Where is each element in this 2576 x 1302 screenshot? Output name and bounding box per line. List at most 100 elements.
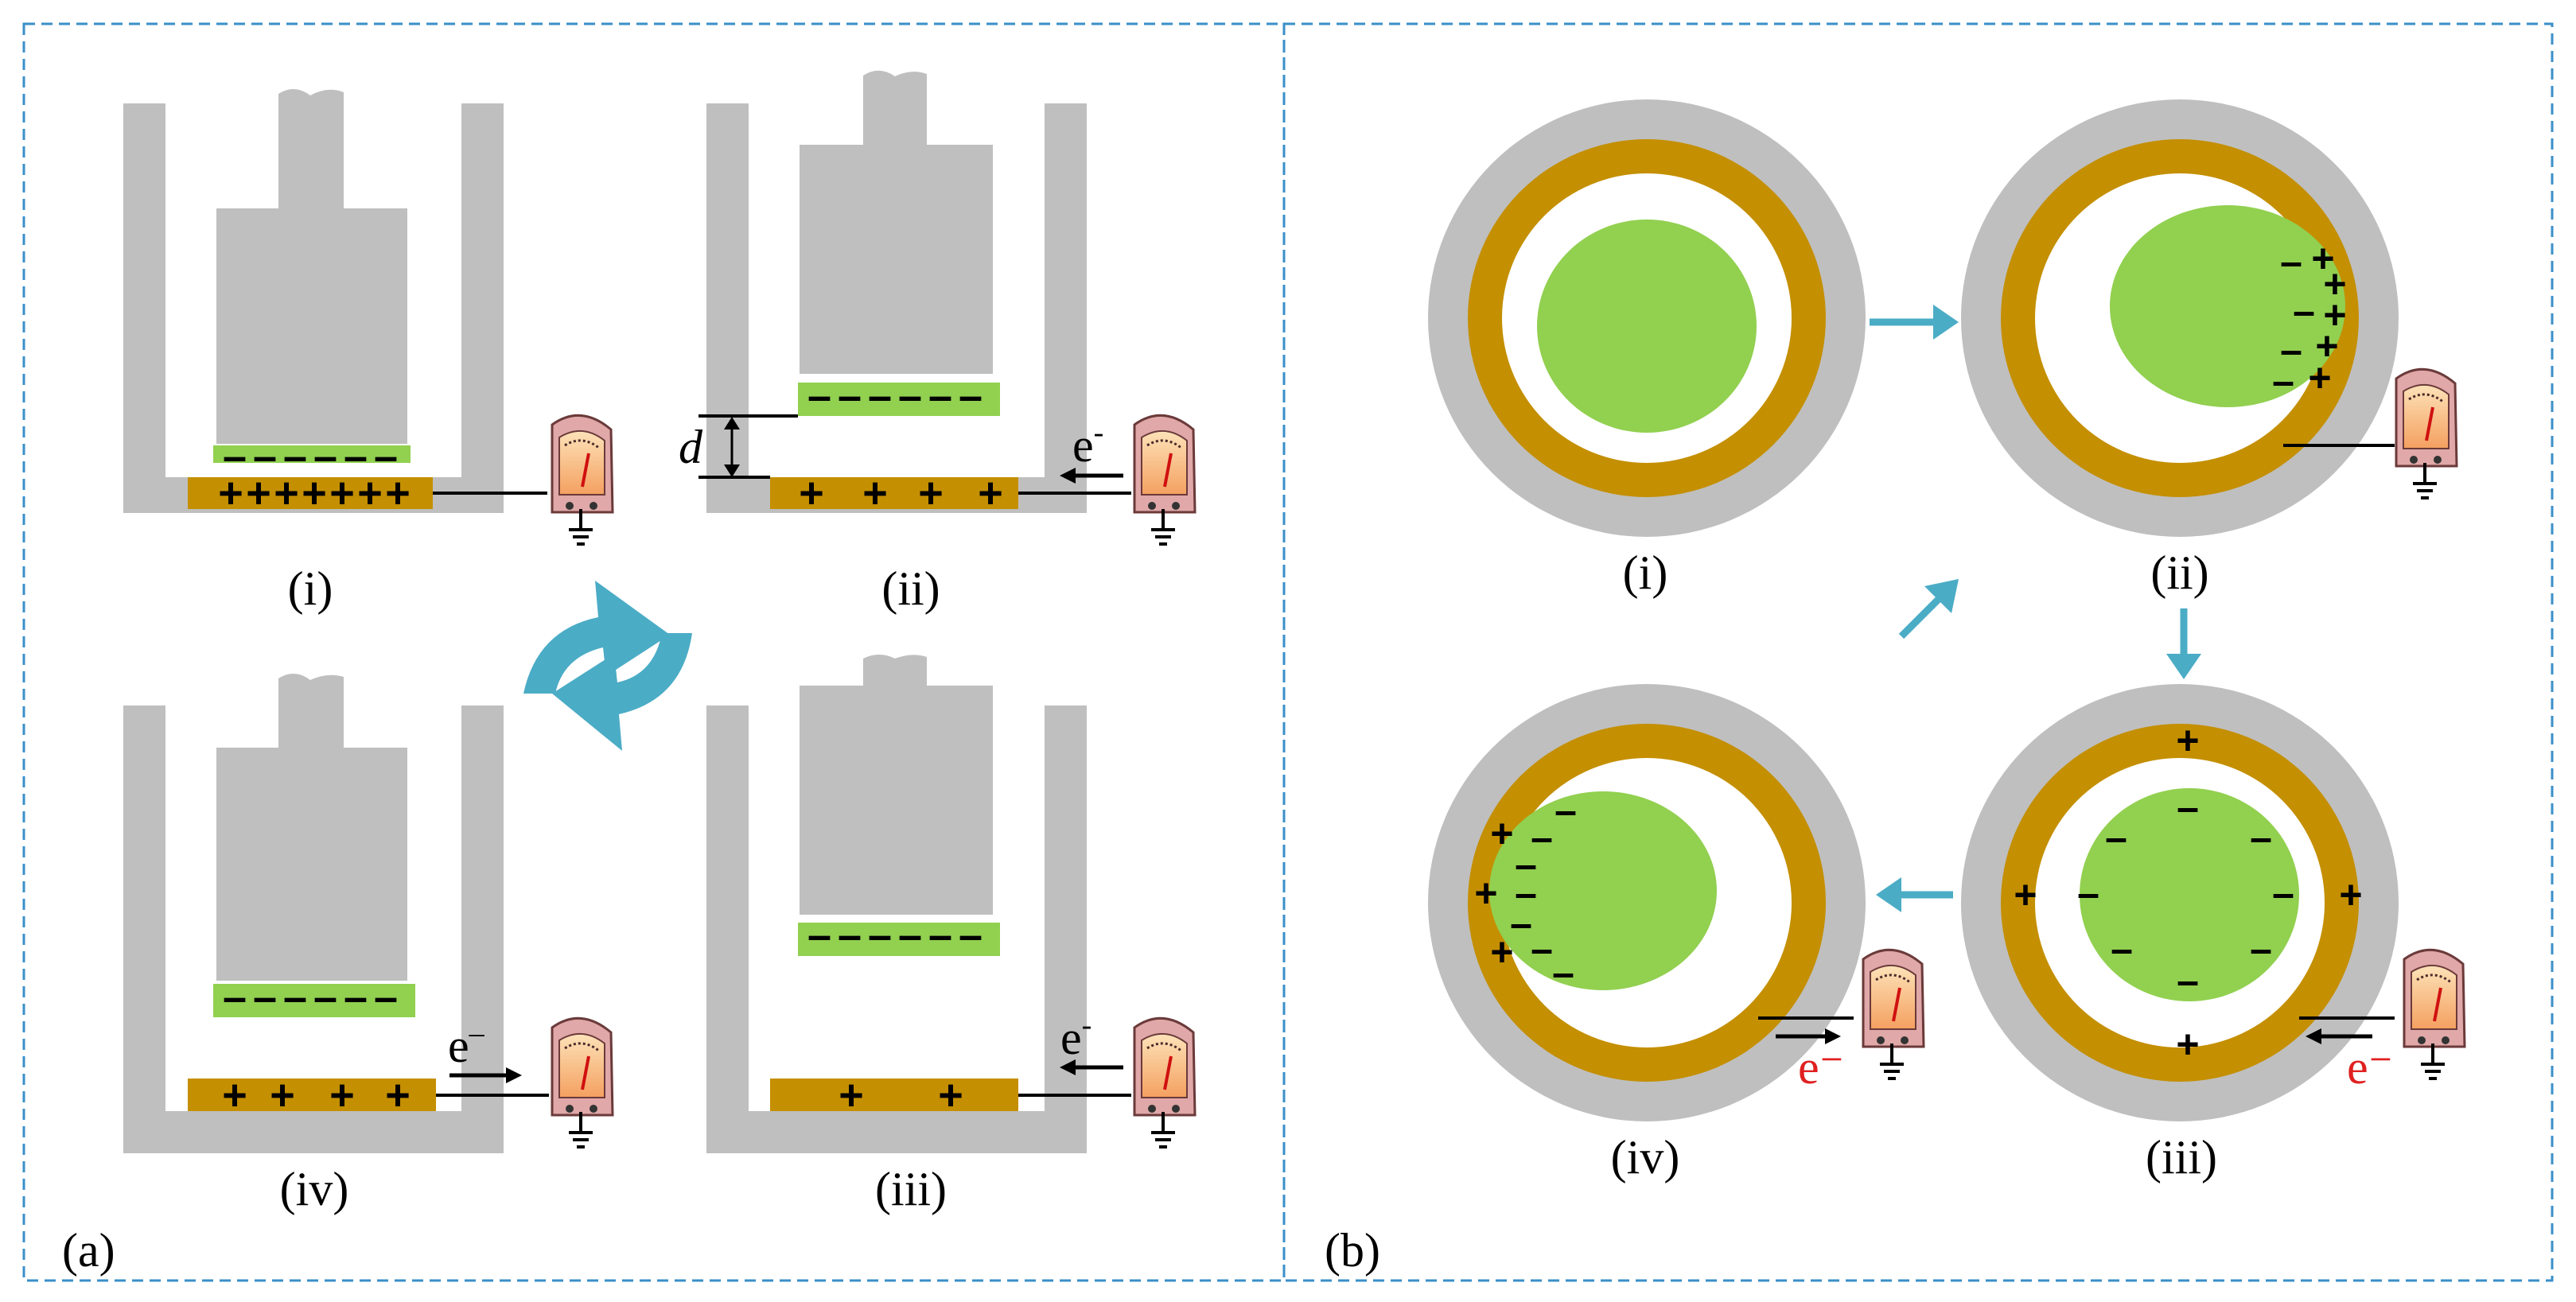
stage-label: (iii) <box>2146 1131 2217 1183</box>
arrow-head <box>724 417 740 429</box>
electrode <box>770 477 1018 509</box>
ground-icon <box>1878 1042 1905 1080</box>
ground-icon <box>2419 1042 2446 1080</box>
panel-label: (a) <box>62 1224 115 1277</box>
plus-charge: + <box>2339 873 2362 917</box>
stage-b-i: (i) <box>1428 99 1866 599</box>
container-wall <box>123 103 504 513</box>
plus-charge: + <box>2323 262 2346 306</box>
plus-charge: + <box>357 469 383 517</box>
stage-a-iv: e– (iv) <box>123 673 614 1215</box>
plus-charge: + <box>329 1071 355 1119</box>
minus-charge: – <box>2177 785 2199 830</box>
dielectric-layer <box>798 923 1000 956</box>
electrometer-icon <box>1133 414 1197 514</box>
stage-label: (i) <box>288 562 333 615</box>
piston <box>800 70 993 375</box>
cycle-arrow-bottom <box>552 633 692 751</box>
plus-charge: + <box>1474 871 1497 915</box>
ground-icon <box>1150 1110 1177 1148</box>
plus-charge: + <box>839 1071 864 1119</box>
arrow-head <box>1825 1028 1841 1044</box>
plus-charge: + <box>2311 236 2334 281</box>
arrow-right-icon <box>1870 305 1959 340</box>
stage-b-iii: – – – – – – – – + + + + e⁻ (iii) <box>1961 684 2466 1183</box>
stage-label: (i) <box>1623 546 1668 599</box>
panel-a: (i) d e- (ii) <box>62 70 1197 1277</box>
arrow-head <box>1060 468 1076 484</box>
minus-charge: – <box>2293 289 2315 333</box>
plus-charge: + <box>246 469 271 517</box>
piston <box>216 673 407 981</box>
ground-icon <box>1150 507 1177 546</box>
dielectric-layer <box>798 383 1000 416</box>
stage-label: (ii) <box>881 562 940 615</box>
minus-charge: – <box>898 372 922 420</box>
minus-charge: – <box>1515 842 1537 887</box>
stage-label: (iv) <box>1611 1131 1680 1183</box>
dielectric-core <box>1537 220 1757 433</box>
panel-b: (i) – – – – + + + + + (ii) <box>1325 99 2466 1277</box>
plus-charge: + <box>222 1071 247 1119</box>
minus-charge: – <box>313 974 337 1021</box>
flow-arrows <box>1870 305 2201 912</box>
electrode <box>188 477 433 509</box>
minus-charge: – <box>374 974 398 1021</box>
gap-label: d <box>679 421 703 473</box>
arrow-head <box>1060 1059 1076 1075</box>
minus-charge: – <box>223 974 247 1021</box>
dielectric-core <box>2110 205 2345 407</box>
plus-charge: + <box>918 469 944 517</box>
minus-charge: – <box>1510 901 1532 946</box>
minus-charge: – <box>2105 815 2127 860</box>
plus-charge: + <box>799 469 824 517</box>
minus-charge: – <box>344 974 368 1021</box>
minus-charge: – <box>838 372 862 420</box>
minus-charge: – <box>374 433 398 480</box>
charge-symbols: – – – – – – – – + + + + <box>2014 718 2362 1067</box>
ground-icon <box>567 507 594 546</box>
minus-charge: – <box>928 372 952 420</box>
minus-charge: – <box>807 911 831 959</box>
stage-label: (ii) <box>2150 546 2208 599</box>
plus-charge: + <box>329 469 355 517</box>
minus-charge: – <box>2280 328 2302 372</box>
plus-charge: + <box>385 1071 411 1119</box>
minus-charge: – <box>1555 788 1577 833</box>
minus-charge: – <box>2250 815 2272 860</box>
electrometer-icon <box>1133 1016 1197 1117</box>
plus-charge: + <box>2308 356 2331 400</box>
minus-charge: – <box>838 911 862 959</box>
minus-charge: – <box>2077 871 2099 915</box>
minus-charge: – <box>223 433 247 480</box>
minus-charge: – <box>959 372 983 420</box>
plus-charge: + <box>2176 1022 2199 1067</box>
container-wall <box>706 705 1087 1153</box>
ground-icon <box>2411 461 2438 499</box>
plus-charge: + <box>274 469 299 517</box>
electron-label: e⁻ <box>2347 1041 2393 1094</box>
arrow-head <box>724 464 740 477</box>
panel-a-charges: + + + + + + + – – – – – – – – – – – – + … <box>218 372 1003 1119</box>
piston <box>800 655 993 915</box>
container-wall <box>123 705 504 1153</box>
charge-symbols: – – – – + + + + + <box>2272 236 2347 403</box>
plus-charge: + <box>270 1071 295 1119</box>
minus-charge: – <box>959 911 983 959</box>
dielectric-layer <box>213 445 411 463</box>
electrometer-icon <box>2403 948 2466 1048</box>
stage-b-iv: – – – – – – – + + + e⁻ (iv) <box>1428 684 1925 1183</box>
electron-label: e⁻ <box>1798 1041 1844 1094</box>
cycle-arrow-top <box>523 581 670 694</box>
stage-a-iii: e- (iii) <box>706 655 1197 1215</box>
plus-charge: + <box>218 469 243 517</box>
stage-a-i: (i) <box>123 88 614 615</box>
stage-label: (iii) <box>875 1163 947 1215</box>
minus-charge: – <box>2111 927 2133 971</box>
plus-charge: + <box>938 1071 963 1119</box>
arrow-down-icon <box>2166 608 2201 679</box>
plus-charge: + <box>2323 293 2346 337</box>
panel-b-border <box>1282 22 2554 1282</box>
plus-charge: + <box>978 469 1003 517</box>
